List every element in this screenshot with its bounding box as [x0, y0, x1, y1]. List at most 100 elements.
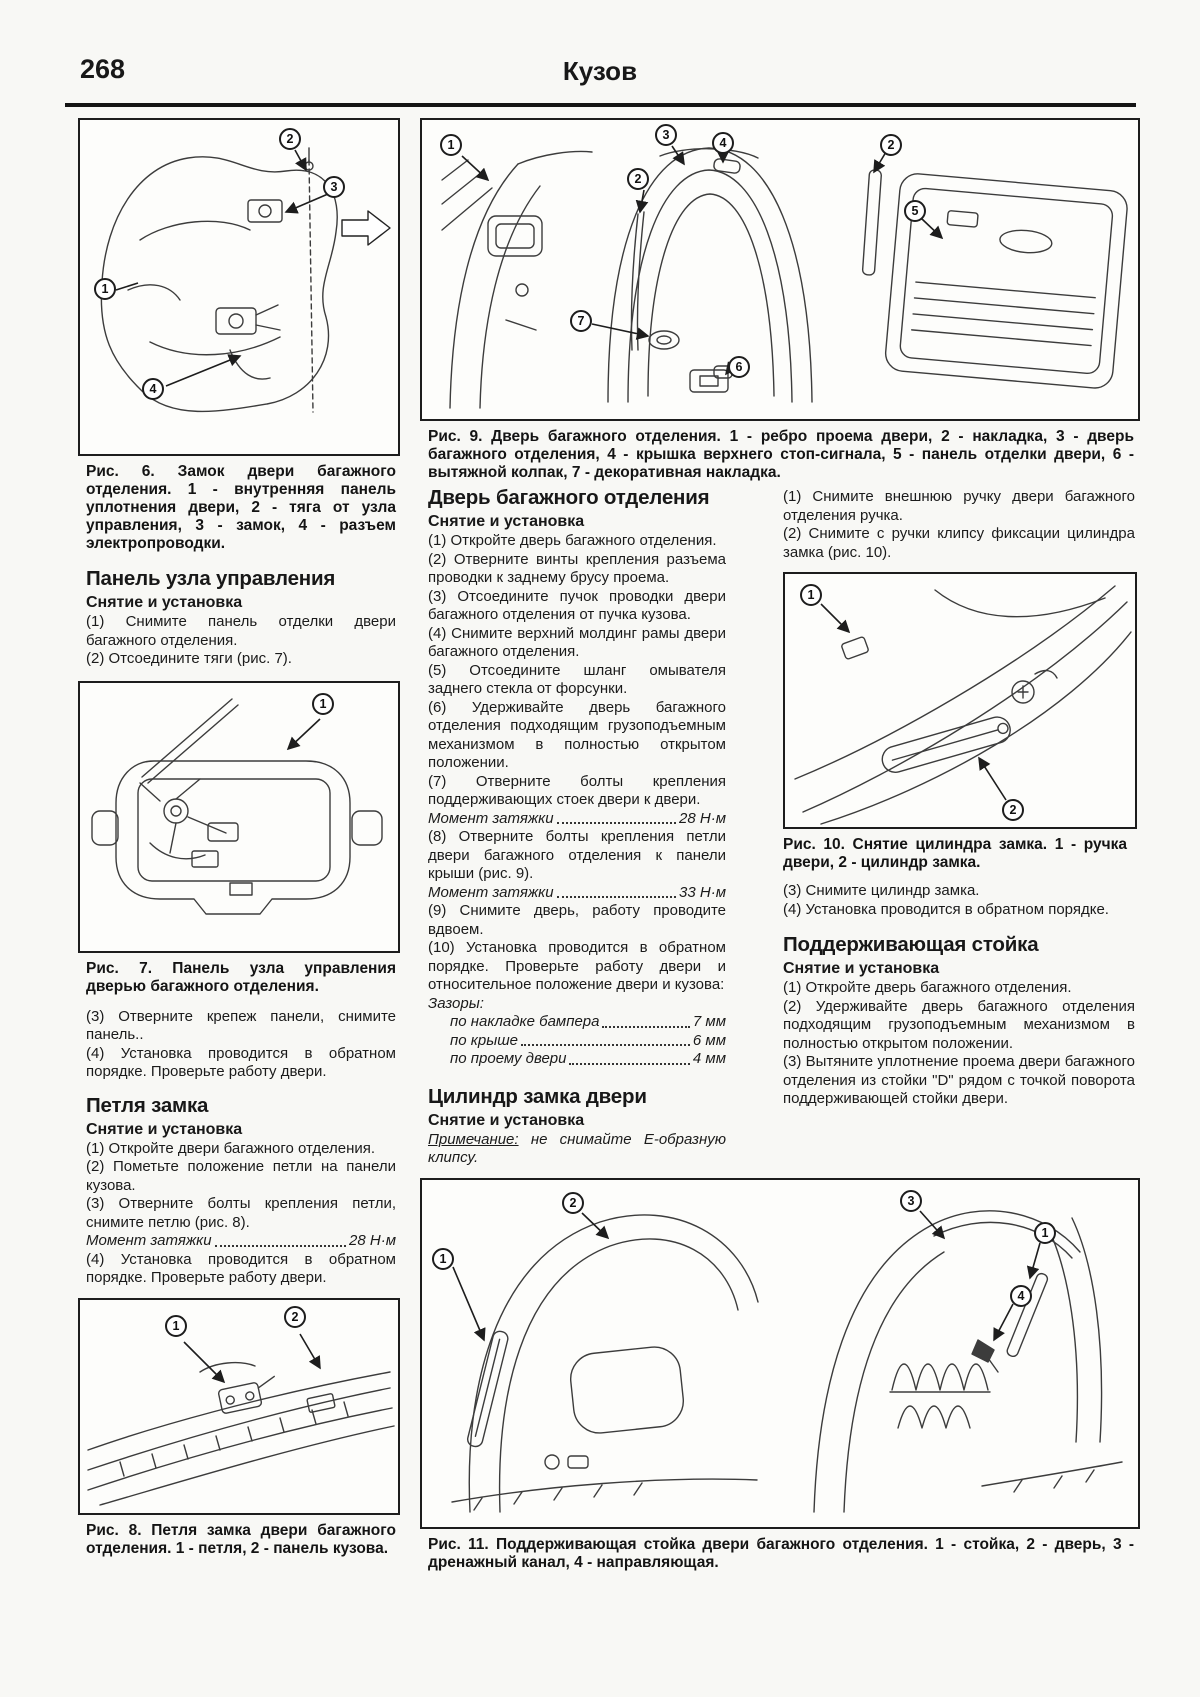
figure-10-caption: Рис. 10. Снятие цилиндра замка. 1 - ручк… — [783, 836, 1127, 871]
procedure-step: (4) Снимите верхний молдинг рамы двери б… — [428, 624, 726, 661]
callout-1: 1 — [165, 1314, 187, 1337]
section-subheading-door: Снятие и установка — [428, 513, 585, 530]
dot-leader — [556, 896, 677, 898]
callout-2: 2 — [284, 1305, 306, 1328]
spec-value: 33 Н·м — [679, 883, 726, 901]
section-heading-door: Дверь багажного отделения — [428, 486, 710, 509]
fig9-drawing — [441, 145, 1128, 409]
procedure-step: (4) Установка проводится в обратном поря… — [86, 1250, 396, 1287]
procedure-step: (3) Отсоедините пучок проводки двери баг… — [428, 587, 726, 624]
section-heading-strut: Поддерживающая стойка — [783, 933, 1039, 956]
fig6-drawing — [100, 147, 391, 413]
procedure-note: Примечание: не снимайте Е-образную клипс… — [428, 1131, 726, 1168]
page-title: Кузов — [562, 56, 638, 86]
procedure-step: (2) Отсоедините тяги (рис. 7). — [86, 650, 292, 667]
spec-label: Момент затяжки — [86, 1232, 212, 1249]
figure-7: 1 — [78, 680, 400, 953]
callout-7: 7 — [570, 310, 592, 332]
spec-value: 7 мм — [692, 1013, 726, 1030]
figure-6-caption: Рис. 6. Замок двери багажного отделения.… — [86, 463, 396, 552]
torque-spec: Момент затяжки 28 Н·м — [86, 1232, 396, 1251]
fig7-drawing — [91, 697, 383, 915]
procedure-step: (2) Снимите с ручки клипсу фиксации цили… — [783, 525, 1135, 561]
figure-11: 2 1 3 1 4 — [420, 1178, 1140, 1529]
callout-2: 2 — [279, 128, 301, 150]
procedure-step: (2) Пометьте положение петли на панели к… — [86, 1158, 396, 1194]
figure-9-block: 1 2 3 4 2 5 7 6 Рис. 9. Дверь багажного … — [420, 118, 1140, 482]
procedure-step: (6) Удерживайте дверь багажного отделени… — [428, 698, 726, 772]
callout-5: 5 — [904, 200, 926, 222]
right-column: (1) Снимите внешнюю ручку двери багажног… — [783, 488, 1137, 1109]
section-subheading-cylinder: Снятие и установка — [428, 1111, 585, 1129]
dot-leader — [602, 1025, 690, 1028]
gaps-label-row: Зазоры: — [428, 995, 726, 1014]
note-label: Примечание: — [428, 1130, 519, 1148]
callout-1: 1 — [440, 134, 462, 156]
dot-leader — [556, 822, 677, 824]
callout-4: 4 — [1010, 1285, 1032, 1307]
callout-1: 1 — [94, 278, 116, 300]
spec-label: по проему двери — [450, 1050, 567, 1067]
procedure-step: (5) Отсоедините шланг омывателя заднего … — [428, 661, 726, 698]
callout-4: 4 — [142, 378, 164, 400]
figure-9: 1 2 3 4 2 5 7 6 — [420, 118, 1140, 421]
callout-1: 1 — [312, 692, 334, 715]
callout-3: 3 — [655, 124, 677, 146]
callout-1: 1 — [800, 584, 822, 606]
gap-spec: по накладке бампера 7 мм — [428, 1013, 726, 1032]
spec-value: 6 мм — [692, 1031, 726, 1049]
dot-leader — [521, 1044, 690, 1046]
callout-3: 3 — [900, 1190, 922, 1212]
dot-leader — [569, 1062, 690, 1065]
callout-2: 2 — [1002, 799, 1024, 821]
left-column: 1 2 3 4 Рис. 6. Замок двери багажного от… — [78, 118, 400, 1558]
procedure-step: (10) Установка проводится в обратном пор… — [428, 939, 726, 993]
callout-4: 4 — [712, 132, 734, 154]
figure-11-caption: Рис. 11. Поддерживающая стойка двери баг… — [428, 1536, 1134, 1571]
section-heading-cylinder: Цилиндр замка двери — [428, 1084, 647, 1108]
spec-label: Момент затяжки — [428, 809, 554, 827]
callout-1: 1 — [432, 1248, 454, 1270]
callout-2b: 2 — [880, 134, 902, 156]
section-subheading-panel: Снятие и установка — [86, 594, 243, 611]
fig10-drawing — [794, 585, 1132, 825]
procedure-step: (1) Откройте двери багажного отделения. — [86, 1139, 376, 1157]
spec-label: Момент затяжки — [428, 883, 554, 901]
spec-label: по крыше — [450, 1031, 519, 1049]
spec-value: 28 Н·м — [349, 1232, 396, 1249]
figure-6: 1 2 3 4 — [78, 118, 400, 456]
spec-label: по накладке бампера — [450, 1013, 600, 1030]
figure-8-caption: Рис. 8. Петля замка двери багажного отде… — [86, 1521, 396, 1557]
gap-spec: по крыше 6 мм — [428, 1032, 726, 1051]
procedure-step: (4) Установка проводится в обратном поря… — [86, 1044, 396, 1081]
procedure-step: (3) Отверните крепеж панели, снимите пан… — [86, 1007, 396, 1044]
procedure-step: (9) Снимите дверь, работу проводите вдво… — [428, 902, 726, 938]
procedure-step: (4) Установка проводится в обратном поря… — [783, 900, 1109, 918]
procedure-step: (2) Отверните винты крепления разъема пр… — [428, 550, 726, 587]
callout-1b: 1 — [1034, 1222, 1056, 1244]
callout-6: 6 — [728, 356, 750, 378]
procedure-step: (1) Снимите внешнюю ручку двери багажног… — [783, 488, 1135, 524]
torque-spec: Момент затяжки 33 Н·м — [428, 884, 726, 903]
callout-2: 2 — [562, 1192, 584, 1214]
procedure-step: (8) Отверните болты крепления петли двер… — [428, 828, 726, 882]
callout-3: 3 — [323, 176, 345, 198]
page-number: 268 — [80, 54, 126, 84]
section-subheading-hinge: Снятие и установка — [86, 1120, 243, 1138]
section-subheading-strut: Снятие и установка — [783, 960, 940, 977]
figure-8: 1 2 — [78, 1297, 400, 1515]
dot-leader — [214, 1244, 347, 1247]
middle-column: Дверь багажного отделения Снятие и устан… — [428, 486, 726, 1168]
procedure-step: (1) Откройте дверь багажного отделения. — [783, 979, 1072, 996]
procedure-step: (2) Удерживайте дверь багажного отделени… — [783, 997, 1135, 1052]
procedure-step: (3) Отверните болты крепления петли, сни… — [86, 1195, 396, 1231]
fig8-drawing — [87, 1333, 395, 1506]
procedure-step: (1) Снимите панель отделки двери багажно… — [86, 613, 396, 649]
procedure-step: (7) Отверните болты крепления поддержива… — [428, 772, 726, 809]
torque-spec: Момент затяжки 28 Н·м — [428, 810, 726, 829]
procedure-step: (1) Откройте дверь багажного отделения. — [428, 532, 717, 549]
fig11-drawing — [451, 1210, 1123, 1513]
section-heading-panel: Панель узла управления — [86, 567, 336, 590]
figure-9-caption: Рис. 9. Дверь багажного отделения. 1 - р… — [428, 428, 1134, 481]
